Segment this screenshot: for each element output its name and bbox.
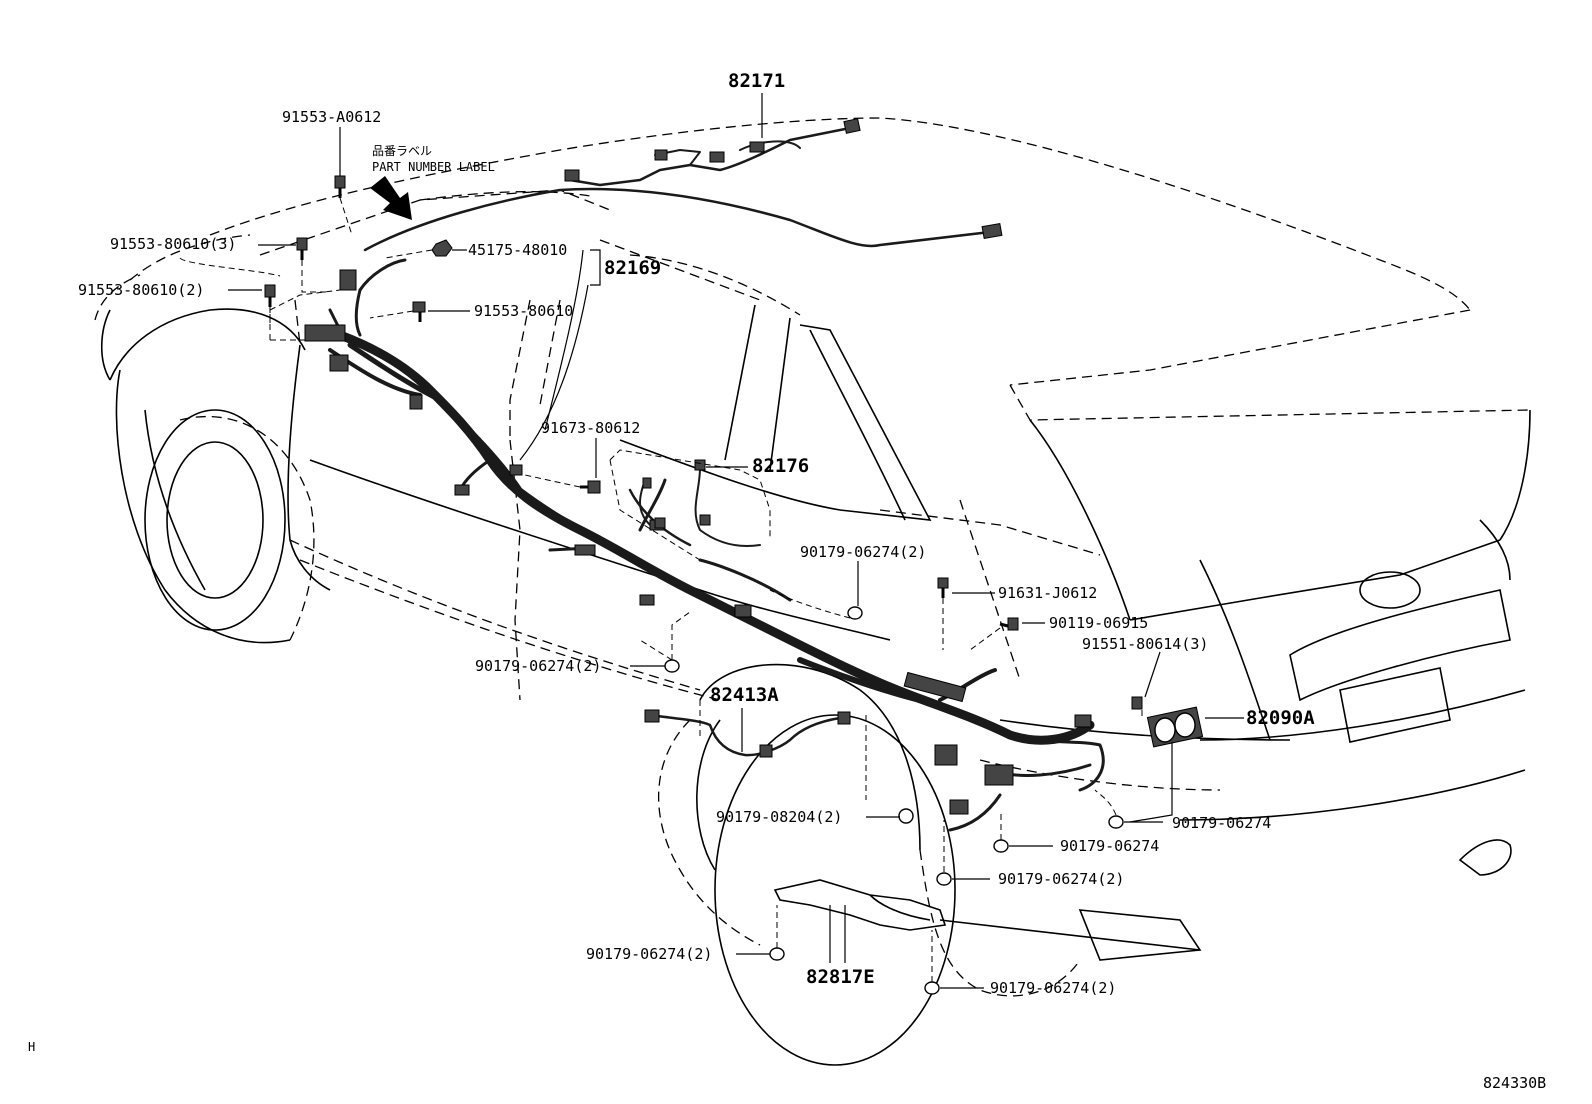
- label-82817e: 82817E: [806, 966, 875, 988]
- leader-lines: [179, 127, 1244, 989]
- bolt-icon: [334, 175, 346, 198]
- part-labels: 82171 91553-A0612 品番ラベル PART NUMBER LABE…: [28, 70, 1546, 1092]
- label-91673-80612: 91673-80612: [541, 419, 640, 437]
- nut-icon: [431, 239, 453, 257]
- bolt-icon: [1131, 696, 1143, 710]
- label-note-jp: 品番ラベル: [372, 144, 432, 158]
- label-90179-06274-2-mid: 90179-06274(2): [475, 657, 601, 675]
- part-number-label-arrow-icon: [370, 176, 412, 220]
- roof-wire-harness: [363, 93, 1003, 252]
- label-90179-06274-2-left: 90179-06274(2): [586, 945, 712, 963]
- protector-82817e: [773, 879, 947, 931]
- label-82171: 82171: [728, 70, 785, 92]
- clip-icon: [847, 606, 863, 620]
- label-91553-80610-2: 91553-80610(2): [78, 281, 204, 299]
- bolt-icon: [580, 480, 601, 494]
- clip-icon: [924, 981, 940, 995]
- label-82169: 82169: [604, 257, 661, 279]
- label-91551-80614-3: 91551-80614(3): [1082, 635, 1208, 653]
- bolt-icon: [296, 237, 308, 260]
- connector-82090a: [1146, 706, 1204, 748]
- label-90119-06915: 90119-06915: [1049, 614, 1148, 632]
- clip-icon: [898, 808, 914, 824]
- clip-icon: [769, 947, 785, 961]
- label-91553-80610: 91553-80610: [474, 302, 573, 320]
- label-90179-06274-2-upper: 90179-06274(2): [800, 543, 926, 561]
- vehicle-body-outline: [94, 117, 1531, 1066]
- label-91553-80610-3: 91553-80610(3): [110, 235, 236, 253]
- clip-icon: [664, 659, 680, 673]
- clip-icon: [993, 839, 1009, 853]
- label-82090a: 82090A: [1246, 707, 1315, 729]
- label-90179-06274-lower: 90179-06274: [1060, 837, 1159, 855]
- label-90179-06274-2-bottom: 90179-06274(2): [990, 979, 1116, 997]
- label-82413a: 82413A: [710, 684, 779, 706]
- clip-icon: [936, 872, 952, 886]
- label-91631-j0612: 91631-J0612: [998, 584, 1097, 602]
- bolt-icon: [264, 284, 276, 307]
- floor-wire-harness: [269, 258, 1105, 832]
- label-82176: 82176: [752, 455, 809, 477]
- wire-82413a: [644, 709, 851, 758]
- label-91553-a0612: 91553-A0612: [282, 108, 381, 126]
- clip-icon: [1108, 815, 1124, 829]
- corner-letter: H: [28, 1040, 35, 1054]
- bolt-icon: [937, 577, 949, 598]
- label-note-en: PART NUMBER LABEL: [372, 160, 495, 174]
- figure-code: 824330B: [1483, 1074, 1546, 1092]
- bolt-icon: [999, 617, 1019, 631]
- label-90179-06274-right: 90179-06274: [1172, 814, 1271, 832]
- label-90179-08204-2: 90179-08204(2): [716, 808, 842, 826]
- label-90179-06274-2-lower: 90179-06274(2): [998, 870, 1124, 888]
- bolt-icon: [412, 301, 426, 322]
- wire-82176: [609, 449, 771, 561]
- label-45175-48010: 45175-48010: [468, 241, 567, 259]
